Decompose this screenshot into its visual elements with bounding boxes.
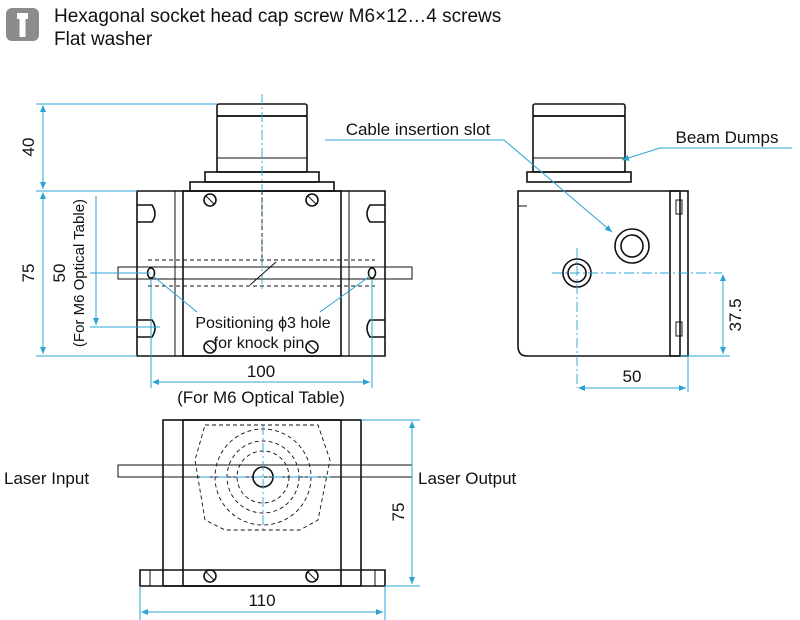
top-view xyxy=(117,419,413,587)
positioning-hole-label-1: Positioning ϕ3 hole xyxy=(195,315,330,332)
side-view-dimensions: Cable insertion slot Beam Dumps 37.5 50 xyxy=(325,120,792,392)
beam-dumps-label: Beam Dumps xyxy=(676,128,779,147)
cable-slot-label: Cable insertion slot xyxy=(346,120,491,139)
dim-height-body: 75 xyxy=(19,264,38,283)
header-line-1: Hexagonal socket head cap screw M6×12…4 … xyxy=(54,6,501,27)
dim-width-front: 100 xyxy=(247,362,275,381)
dim-pin-spacing-note: (For M6 Optical Table) xyxy=(71,199,88,347)
header-line-2: Flat washer xyxy=(54,29,153,50)
front-view xyxy=(117,94,413,357)
laser-output-label: Laser Output xyxy=(418,469,517,488)
dim-width-front-note: (For M6 Optical Table) xyxy=(177,388,345,407)
dim-bottom-height: 75 xyxy=(389,503,408,522)
positioning-hole-label-2: for knock pin xyxy=(214,335,305,352)
top-view-dimensions: Laser Input Laser Output 75 110 xyxy=(4,419,517,620)
dim-side-beam-height: 37.5 xyxy=(726,298,745,331)
dim-height-top: 40 xyxy=(19,138,38,157)
front-view-dimensions: 40 75 50 (For M6 Optical Table) 100 (For… xyxy=(19,103,373,407)
laser-input-label: Laser Input xyxy=(4,469,89,488)
fastener-icon xyxy=(6,8,39,41)
side-view xyxy=(517,103,722,388)
dim-pin-spacing: 50 xyxy=(50,264,69,283)
dim-side-beam-offset: 50 xyxy=(623,367,642,386)
dim-bottom-width: 110 xyxy=(248,591,275,610)
